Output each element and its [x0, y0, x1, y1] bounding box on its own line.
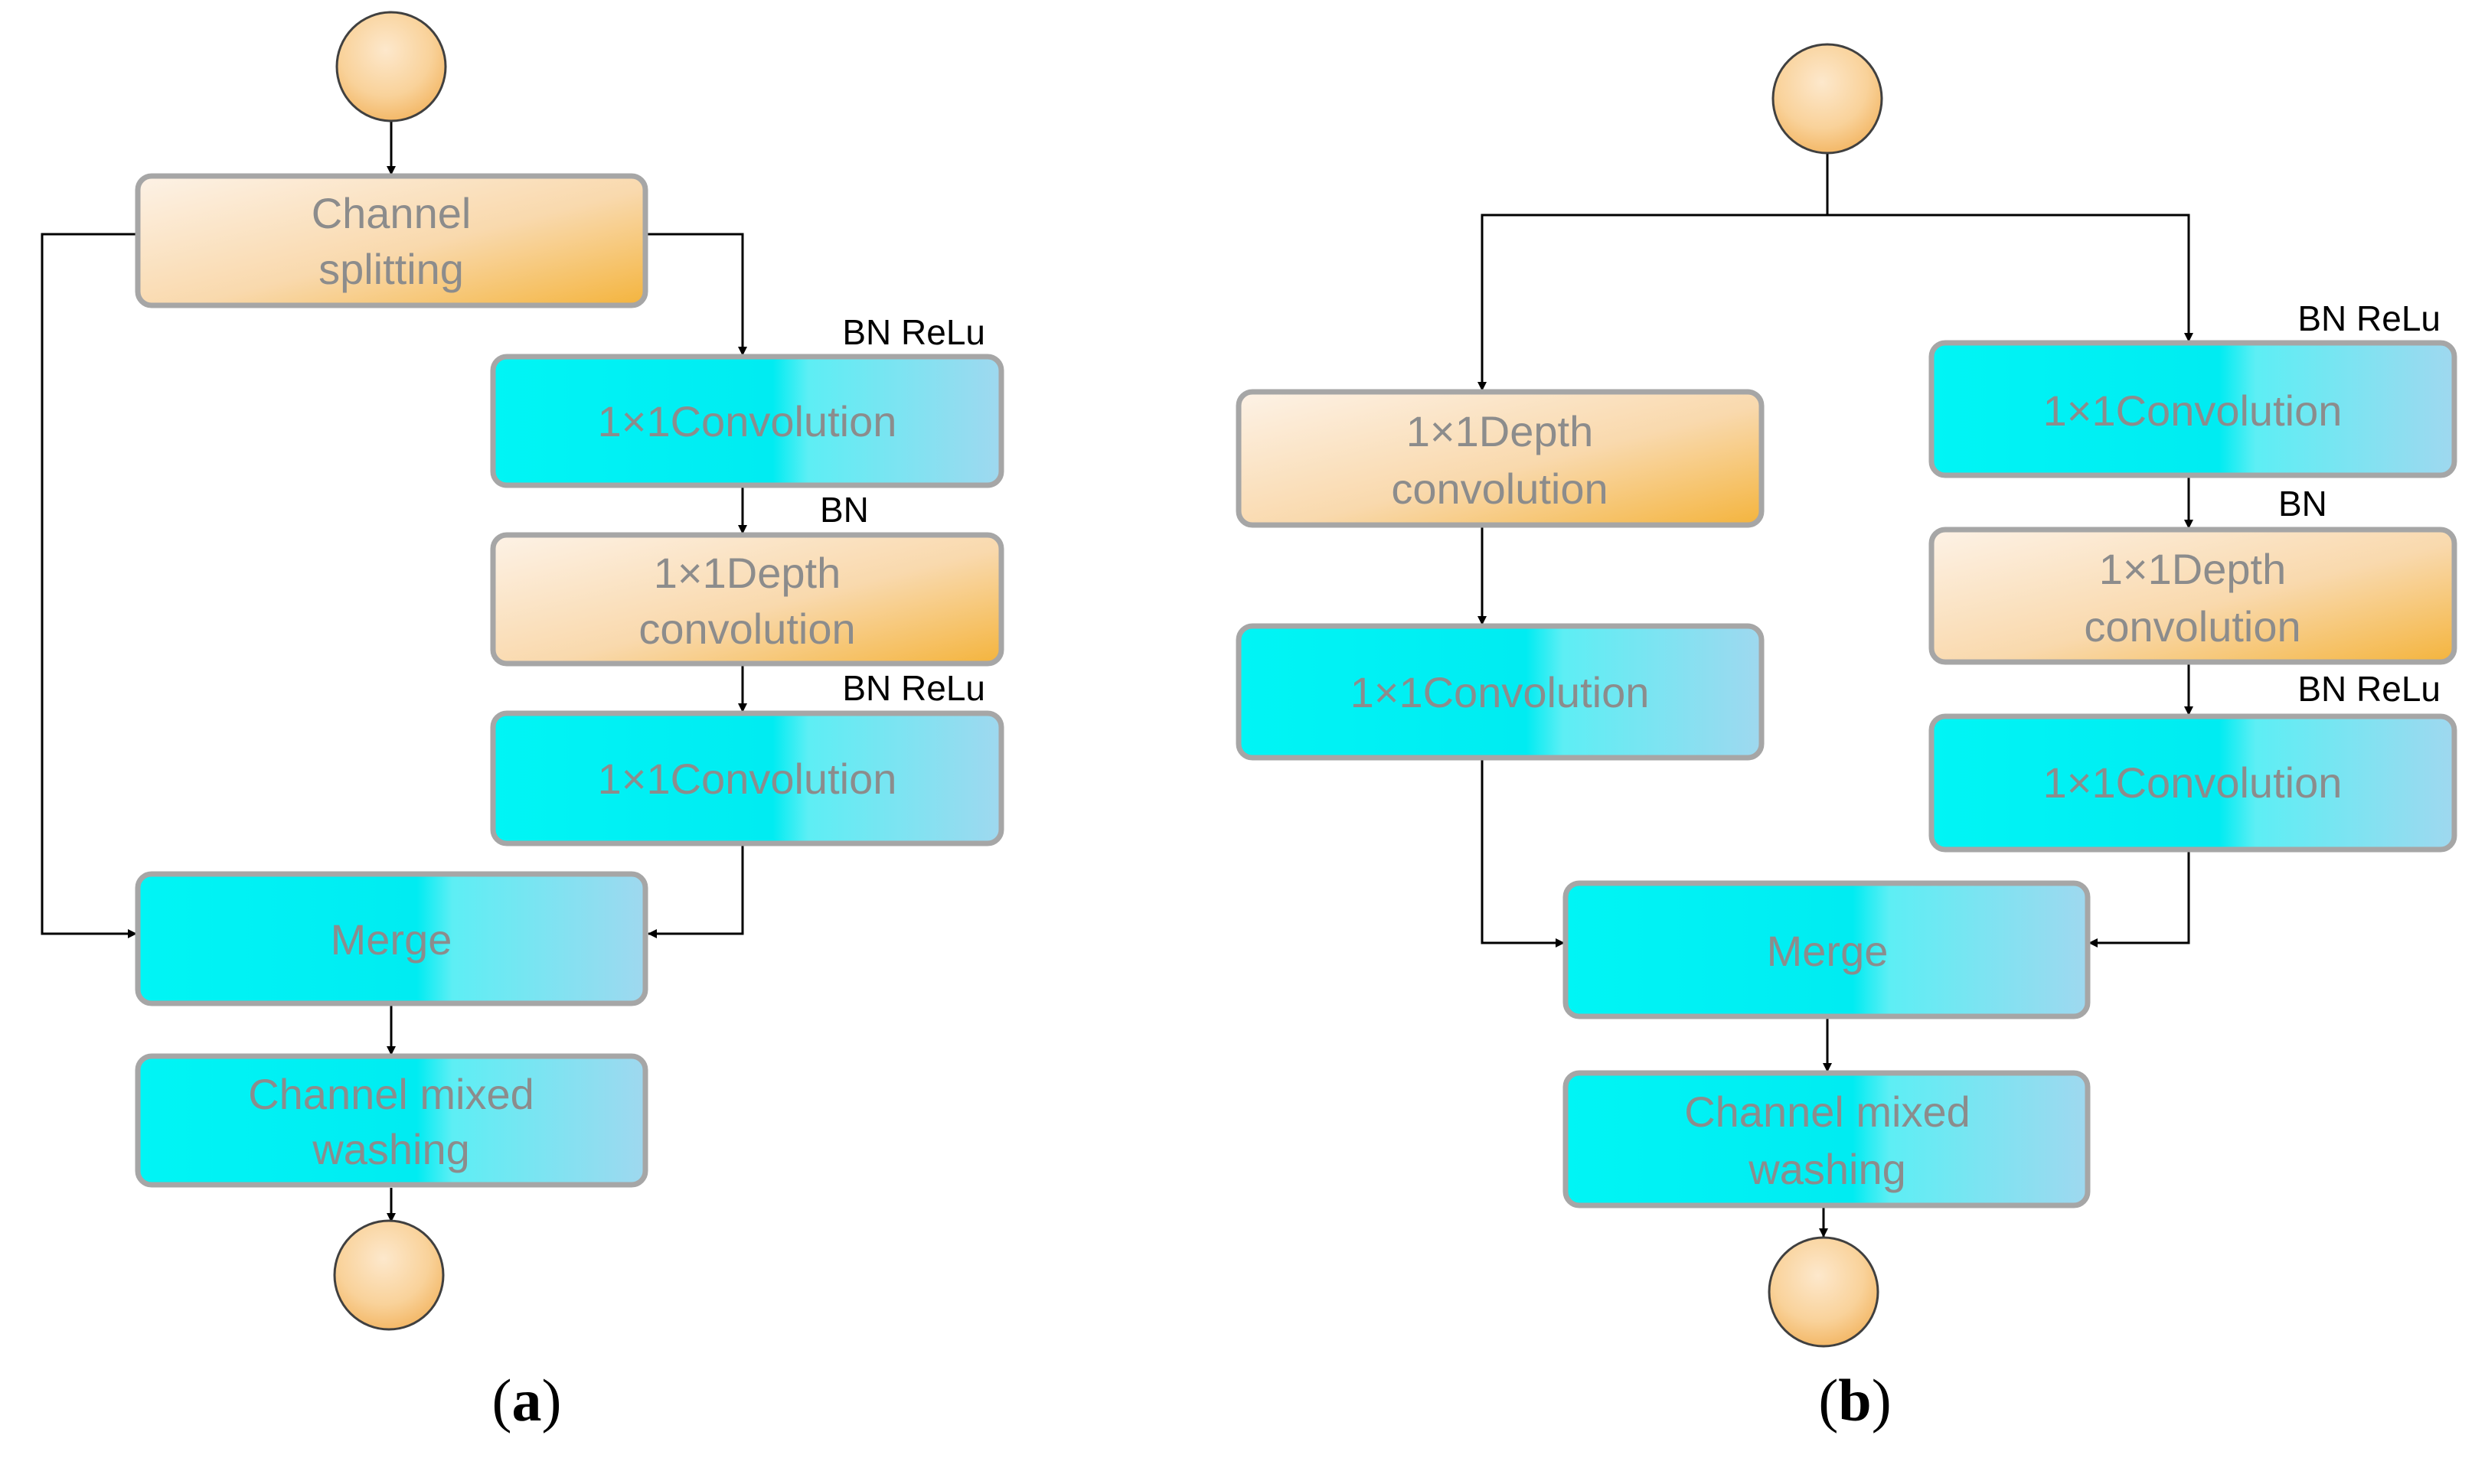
b-channel-shuffle-box: Channel mixed washing [1562, 1070, 2091, 1208]
a-input-node [335, 11, 447, 122]
b-merge-box: Merge [1562, 880, 2091, 1019]
a-depth-conv-box: 1×1Depth convolution [490, 532, 1004, 667]
a-channel-splitting-box: Channel splitting [135, 173, 648, 308]
b-right-depth-conv-box: 1×1Depth convolution [1928, 527, 2457, 665]
a-depth-label-1: 1×1Depth [654, 549, 841, 597]
panel-a-connectors [41, 121, 747, 1222]
b-shuffle-label-2: washing [1748, 1145, 1905, 1193]
b-right-depth-label-1: 1×1Depth [2099, 545, 2286, 593]
b-left-conv-box: 1×1Convolution [1236, 623, 1765, 761]
panel-b-connectors [1477, 153, 2193, 1238]
b-shuffle-label-1: Channel mixed [1684, 1088, 1971, 1136]
b-right-depth-label-2: convolution [2084, 602, 2300, 651]
b-caption-letter: b [1838, 1367, 1871, 1433]
b-merge-label: Merge [1767, 927, 1889, 975]
a-conv1-label: 1×1Convolution [598, 397, 897, 445]
a-caption-letter: a [512, 1367, 542, 1433]
b-left-conv-label: 1×1Convolution [1350, 668, 1650, 716]
b-annotation-bn-relu-2: BN ReLu [2297, 669, 2441, 709]
a-conv2-label: 1×1Convolution [598, 755, 897, 803]
b-annotation-bn-relu-1: BN ReLu [2297, 298, 2441, 338]
b-right-conv2-box: 1×1Convolution [1928, 713, 2457, 853]
panel-a: Channel splitting 1×1Convolution 1×1Dept… [41, 11, 1004, 1433]
a-conv2-box: 1×1Convolution [490, 710, 1004, 846]
b-arrow-to-right-conv1 [1827, 214, 2193, 342]
b-arrow-to-left-depth [1477, 214, 1827, 391]
b-right-conv2-label: 1×1Convolution [2043, 758, 2343, 807]
a-annotation-bn-relu-2: BN ReLu [842, 668, 985, 708]
a-depth-label-2: convolution [638, 605, 855, 653]
a-split-label-1: Channel [312, 189, 472, 237]
b-left-depth-label-1: 1×1Depth [1406, 407, 1593, 455]
a-arrow-shortcut-to-merge [41, 233, 137, 938]
a-merge-label: Merge [331, 915, 452, 964]
a-caption: (a) [492, 1367, 562, 1433]
a-merge-box: Merge [135, 871, 648, 1006]
a-arrow-split-to-conv1 [645, 233, 747, 356]
a-channel-shuffle-box: Channel mixed washing [135, 1053, 648, 1188]
b-right-conv1-box: 1×1Convolution [1928, 340, 2457, 478]
a-split-label-2: splitting [318, 245, 464, 293]
a-output-node [333, 1219, 445, 1331]
b-right-conv1-label: 1×1Convolution [2043, 386, 2343, 435]
b-output-node [1768, 1236, 1879, 1348]
a-arrow-conv2-to-merge [648, 843, 744, 938]
b-input-node [1771, 43, 1883, 155]
a-annotation-bn: BN [820, 490, 869, 530]
a-shuffle-label-2: washing [312, 1125, 469, 1173]
b-annotation-bn: BN [2278, 484, 2327, 523]
b-left-depth-label-2: convolution [1391, 465, 1608, 513]
b-arrow-right-conv2-to-merge [2088, 850, 2190, 947]
a-conv1-box: 1×1Convolution [490, 354, 1004, 488]
panel-b: 1×1Depth convolution 1×1Convolution 1×1C… [1236, 43, 2457, 1433]
b-left-depth-conv-box: 1×1Depth convolution [1236, 389, 1765, 528]
b-caption: (b) [1818, 1367, 1891, 1433]
a-shuffle-label-1: Channel mixed [248, 1070, 534, 1118]
b-arrow-left-conv-to-merge [1481, 758, 1565, 947]
a-annotation-bn-relu-1: BN ReLu [842, 312, 985, 352]
